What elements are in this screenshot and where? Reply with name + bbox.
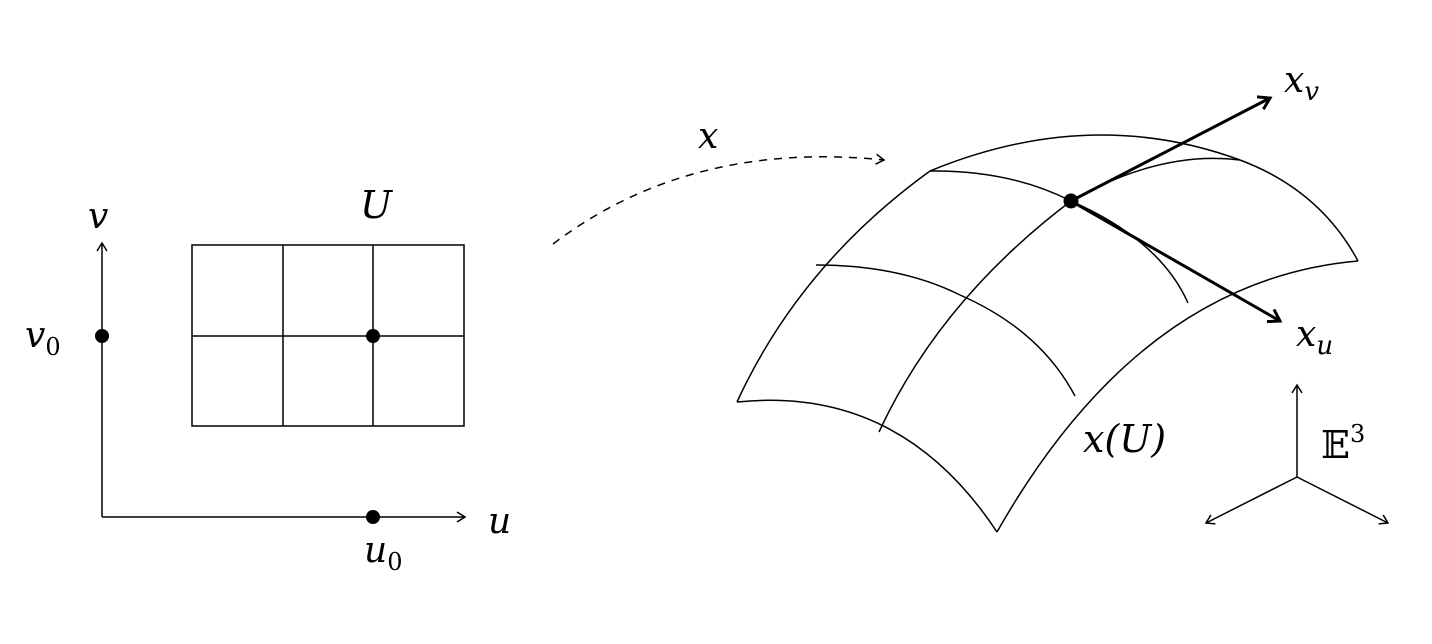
u-axis-label: u <box>488 501 511 542</box>
tangent-vector-xv <box>1070 95 1273 203</box>
map-arrow: x <box>552 116 886 245</box>
parameter-plane: v u v0 u0 U <box>25 183 511 576</box>
surface-curve-u1 <box>929 170 1072 202</box>
tangent-vectors: xv xu <box>1063 60 1333 361</box>
surface-curve-u2b <box>959 294 1076 397</box>
u0-label: u0 <box>364 530 402 576</box>
surface-curve-u1b <box>1070 157 1241 202</box>
domain-grid <box>191 244 465 427</box>
v0-point <box>95 329 109 343</box>
v0-label: v0 <box>25 315 61 361</box>
surface-point <box>1063 193 1079 209</box>
domain-point <box>366 329 380 343</box>
frame-axis-right <box>1296 476 1390 525</box>
u0-point <box>366 510 380 524</box>
tangent-vector-xu <box>1070 199 1283 324</box>
surface-bottom-left-edge <box>736 399 998 533</box>
map-label: x <box>698 116 718 157</box>
space-label: 𝔼3 <box>1321 420 1365 467</box>
v-axis-label: v <box>88 196 108 237</box>
surface-top-edge <box>929 134 1241 172</box>
domain-label: U <box>360 183 394 227</box>
surface-curve-v2 <box>1070 200 1189 304</box>
surface-bottom-right-edge <box>996 260 1359 533</box>
surface <box>736 134 1359 533</box>
map-arrow-path <box>552 153 886 245</box>
xv-label: xv <box>1284 60 1319 107</box>
space-frame: 𝔼3 <box>1204 383 1390 525</box>
surface-label: x(U) <box>1083 417 1166 461</box>
surface-right-edge <box>1239 159 1359 262</box>
surface-left-edge <box>736 170 931 403</box>
surface-curve-u2 <box>815 264 961 296</box>
frame-axis-left <box>1204 476 1298 525</box>
surface-curve-v1 <box>878 200 1072 433</box>
xu-label: xu <box>1296 314 1333 361</box>
